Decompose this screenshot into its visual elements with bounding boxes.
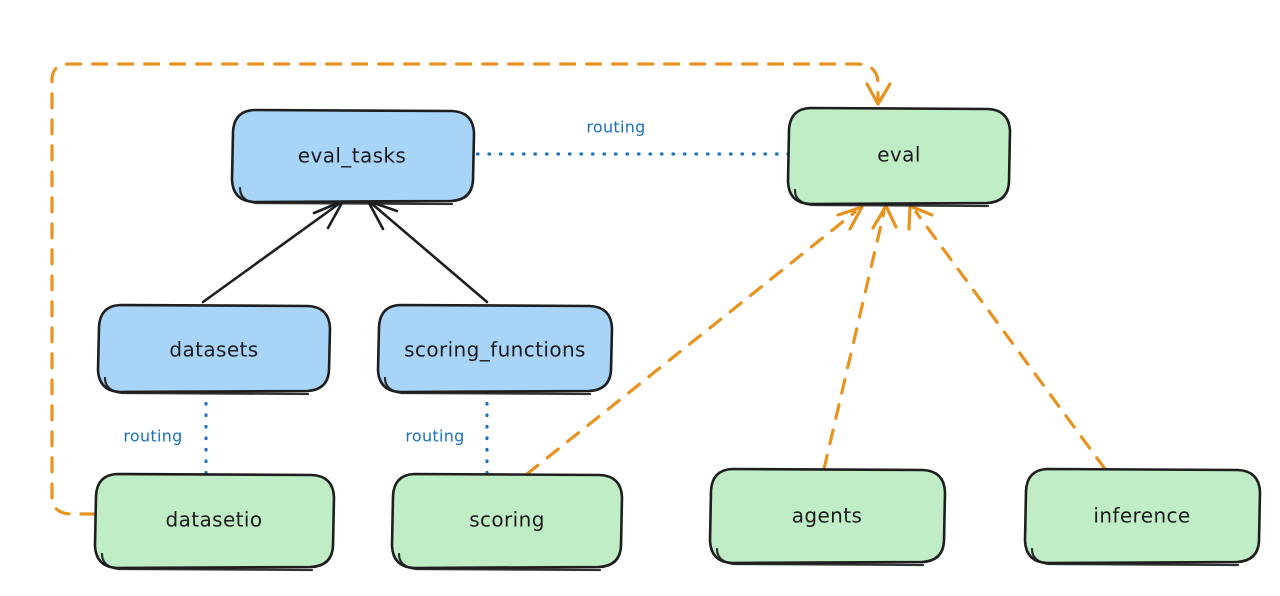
node-inference-label: inference: [1093, 504, 1190, 528]
node-eval-shape: [786, 106, 1012, 206]
node-scoring_functions-shape: [376, 303, 614, 394]
edge-datasetio-eval: [50, 62, 892, 516]
edge-scoring_functions-scoring: routing: [405, 390, 489, 480]
node-agents-sketch-shadow: [715, 547, 925, 567]
edge-agents-eval-arrowhead: [871, 204, 898, 230]
node-eval_tasks-sketch-shadow: [238, 186, 454, 206]
edge-datasetio-eval-line: [50, 62, 880, 516]
node-datasets-label: datasets: [169, 338, 258, 362]
edge-scoring-eval-arrowhead: [836, 205, 864, 231]
edge-agents-eval: [822, 204, 898, 471]
node-inference-shape: [1023, 467, 1262, 565]
node-datasets[interactable]: datasets: [96, 303, 332, 396]
node-eval-label: eval: [877, 143, 921, 167]
edge-scoring_functions-eval_tasks-line: [369, 201, 489, 304]
node-datasetio-label: datasetio: [165, 508, 262, 532]
edge-datasets-datasetio: routing: [123, 390, 208, 480]
node-eval_tasks-label: eval_tasks: [298, 144, 406, 168]
edge-inference-eval: [907, 204, 1107, 471]
node-agents-shape: [708, 467, 947, 565]
node-inference[interactable]: inference: [1023, 467, 1262, 567]
edge-scoring-eval-line: [525, 210, 857, 476]
node-scoring_functions-sketch-shadow: [383, 376, 592, 396]
node-eval_tasks[interactable]: eval_tasks: [230, 108, 476, 206]
node-scoring-label: scoring: [469, 508, 545, 532]
node-datasets-sketch-shadow: [103, 376, 310, 396]
node-agents[interactable]: agents: [708, 467, 947, 567]
edge-agents-eval-line: [822, 210, 886, 471]
node-datasetio-sketch-shadow: [100, 552, 314, 572]
node-agents-label: agents: [792, 504, 863, 528]
node-eval_tasks-shape: [230, 108, 476, 204]
node-datasets-shape: [96, 303, 332, 394]
node-inference-sketch-shadow: [1030, 547, 1240, 567]
edge-scoring-eval: [525, 205, 864, 476]
node-datasetio[interactable]: datasetio: [93, 472, 336, 572]
edge-datasets-eval_tasks-line: [201, 201, 342, 304]
edge-inference-eval-line: [914, 210, 1107, 471]
node-datasetio-shape: [93, 472, 336, 570]
node-scoring[interactable]: scoring: [390, 472, 624, 572]
node-scoring-sketch-shadow: [397, 552, 602, 572]
edge-datasetio-eval-arrowhead: [865, 82, 892, 106]
node-eval-sketch-shadow: [793, 188, 990, 208]
edge-scoring_functions-eval_tasks: [366, 199, 489, 304]
node-eval[interactable]: eval: [786, 106, 1012, 208]
edge-eval_tasks-eval: routing: [464, 118, 791, 156]
edge-label-routing-scoring: routing: [405, 427, 464, 446]
node-scoring_functions[interactable]: scoring_functions: [376, 303, 614, 396]
edge-datasets-eval_tasks: [201, 199, 345, 304]
edge-label-routing-datasetio: routing: [123, 427, 182, 446]
edge-label-routing-eval: routing: [586, 118, 645, 137]
node-scoring-shape: [390, 472, 624, 570]
node-scoring_functions-label: scoring_functions: [404, 338, 586, 362]
